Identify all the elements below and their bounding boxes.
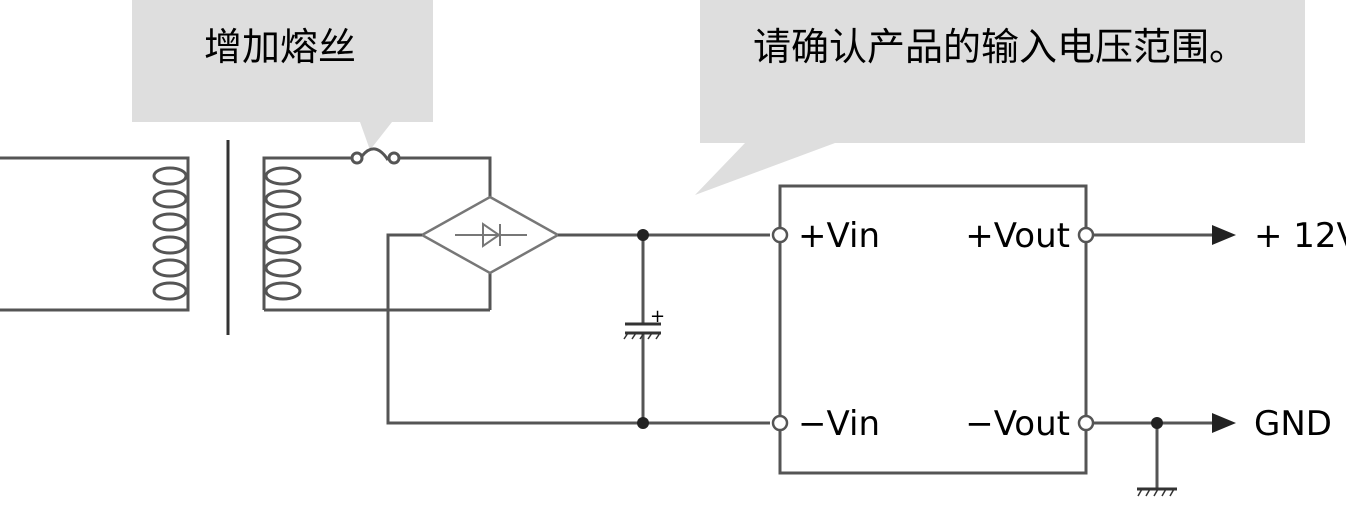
output-positive-arrow: [1212, 225, 1236, 245]
fuse-symbol: [350, 147, 401, 165]
bridge-return-wire: [386, 233, 770, 425]
vin-minus-terminal: [771, 414, 789, 432]
output-ground-arrow: [1212, 413, 1236, 433]
ground-hatch: [1137, 488, 1175, 497]
output-positive-label: + 12V: [1254, 216, 1346, 256]
diode-icon: [482, 222, 501, 248]
capacitor-hatch: [623, 332, 661, 340]
vin-plus-label: +Vin: [798, 216, 880, 256]
junction-dot: [1151, 417, 1163, 429]
capacitor-polarity-label: +: [650, 306, 665, 327]
output-ground-label: GND: [1254, 404, 1332, 444]
vout-plus-label: +Vout: [965, 216, 1070, 256]
junction-dot: [637, 417, 649, 429]
vout-minus-label: −Vout: [965, 404, 1070, 444]
fuse-to-bridge-wire: [399, 156, 492, 197]
fuse-callout-bubble: [132, 0, 433, 150]
transformer-secondary-wire: [262, 156, 352, 310]
bridge-rectifier: [419, 195, 561, 275]
vout-plus-terminal: [1077, 226, 1095, 244]
fuse-callout-text: 增加熔丝: [204, 25, 356, 69]
input-callout-bubble: [695, 0, 1305, 195]
input-callout-text: 请确认产品的输入电压范围。: [753, 25, 1247, 69]
transformer-primary-wire: [0, 156, 190, 312]
vout-minus-terminal: [1077, 414, 1095, 432]
secondary-coil: [264, 166, 302, 301]
junction-dot: [637, 229, 649, 241]
vin-minus-label: −Vin: [798, 404, 880, 444]
dcdc-module-box: [778, 184, 1088, 475]
vin-plus-terminal: [771, 226, 789, 244]
primary-coil: [152, 166, 188, 301]
